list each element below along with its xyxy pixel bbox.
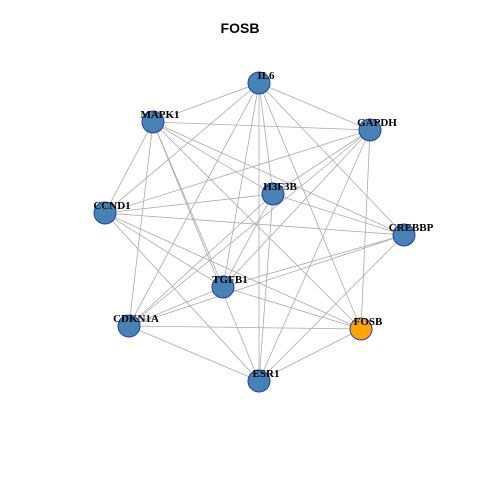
edge-h3f3b-cdkn1a [128,193,274,327]
node-circle [93,201,117,225]
edge-gapdh-tgfb1 [222,129,371,288]
node-gapdh: GAPDH [357,117,397,142]
edge-ccnd1-fosb [104,212,362,330]
edge-h3f3b-esr1 [258,193,274,382]
edge-il6-ccnd1 [104,82,260,214]
edge-il6-h3f3b [258,82,274,195]
edge-il6-cdkn1a [128,82,260,327]
edge-il6-gapdh [258,82,371,131]
node-label: IL6 [257,70,275,82]
edge-cdkn1a-esr1 [128,325,260,382]
edge-il6-tgfb1 [222,82,260,288]
node-fosb: FOSB [349,316,383,341]
edge-il6-mapk1 [152,82,260,123]
node-mapk1: MAPK1 [140,109,180,134]
node-label: MAPK1 [140,109,179,121]
node-label: H3F3B [263,181,297,193]
edge-crebbp-tgfb1 [222,234,405,288]
edge-mapk1-cdkn1a [128,121,154,327]
node-circle [247,369,271,393]
edge-layer [104,82,405,382]
node-circle [349,317,373,341]
edge-ccnd1-tgfb1 [104,212,224,288]
edge-fosb-esr1 [258,328,362,382]
node-label: GAPDH [357,117,397,129]
edge-mapk1-ccnd1 [104,121,154,214]
node-circle [141,110,165,134]
node-label: CREBBP [389,222,434,234]
node-label: CCND1 [93,200,130,212]
edge-h3f3b-tgfb1 [222,193,274,288]
edge-ccnd1-crebbp [104,212,405,236]
edge-gapdh-ccnd1 [104,129,371,214]
edge-cdkn1a-fosb [128,325,362,330]
edge-gapdh-fosb [360,129,371,330]
edge-mapk1-esr1 [152,121,260,382]
chart-title: FOSB [220,20,260,36]
edge-mapk1-h3f3b [152,121,274,195]
edge-h3f3b-ccnd1 [104,193,274,214]
edge-tgfb1-fosb [222,286,362,330]
node-label: ESR1 [253,368,280,380]
node-label: FOSB [354,316,383,328]
node-circle [117,314,141,338]
edge-gapdh-h3f3b [272,129,371,195]
node-circle [247,71,271,95]
edge-il6-fosb [258,82,362,330]
node-circle [392,223,416,247]
node-tgfb1: TGFB1 [211,274,248,299]
node-circle [261,182,285,206]
node-il6: IL6 [247,70,275,95]
edge-mapk1-fosb [152,121,362,330]
edge-mapk1-gapdh [152,121,371,131]
node-esr1: ESR1 [247,368,280,393]
node-cdkn1a: CDKN1A [113,313,159,338]
node-label: CDKN1A [113,313,159,325]
edge-gapdh-cdkn1a [128,129,371,327]
edge-gapdh-esr1 [258,129,371,382]
node-ccnd1: CCND1 [93,200,131,225]
edge-ccnd1-esr1 [104,212,260,382]
node-h3f3b: H3F3B [261,181,297,206]
edge-crebbp-cdkn1a [128,234,405,327]
edge-h3f3b-crebbp [272,193,405,236]
node-circle [211,275,235,299]
node-crebbp: CREBBP [389,222,434,247]
edge-mapk1-crebbp [152,121,405,236]
edge-crebbp-esr1 [258,234,405,382]
node-circle [358,118,382,142]
edge-il6-crebbp [258,82,405,236]
node-label: TGFB1 [212,274,247,286]
edge-tgfb1-cdkn1a [128,286,224,327]
